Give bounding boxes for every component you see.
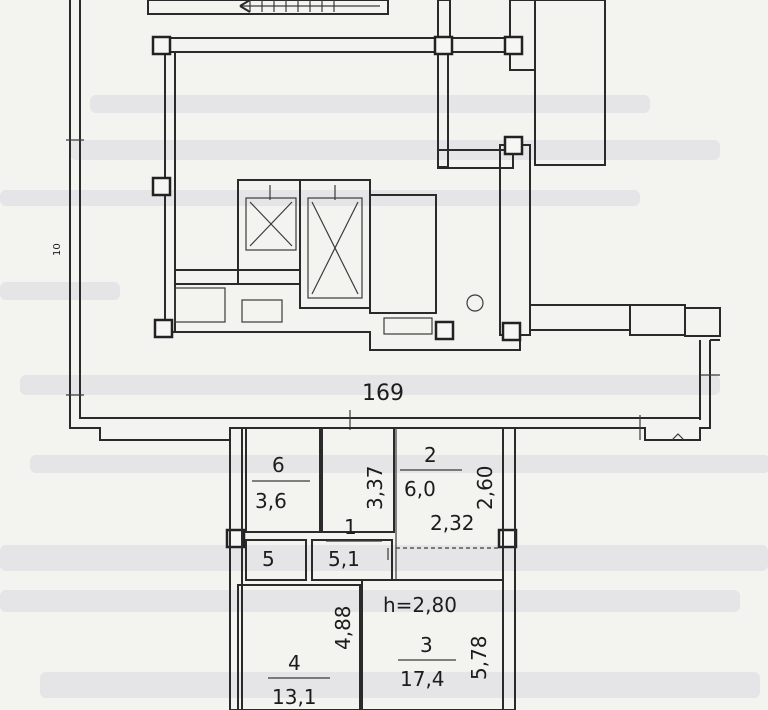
elevator-shafts	[245, 185, 363, 299]
columns	[151, 35, 524, 549]
room-6-area: 3,6	[255, 489, 287, 513]
room-3-area: 17,4	[400, 667, 445, 691]
room-2-height-dimension: 2,60	[473, 465, 497, 510]
overall-dimension: 169	[362, 381, 404, 406]
room-2-area: 6,0	[404, 477, 436, 501]
room-4-area: 13,1	[272, 685, 317, 709]
room-3-number: 3	[420, 633, 433, 657]
room-1-number: 1	[344, 515, 357, 539]
room-3-dimension: 5,78	[467, 635, 491, 680]
side-tick-label: 10	[52, 243, 63, 256]
plan-labels: 169 10 6 3,6 5 1 5,1 3,37 2 6,0 2,60 2,3…	[52, 243, 497, 709]
background-faint-text	[0, 95, 768, 698]
room-1-dimension: 3,37	[363, 465, 387, 510]
room-1-area: 5,1	[328, 547, 360, 571]
room-4-dimension: 4,88	[331, 605, 355, 650]
outer-walls	[66, 0, 720, 441]
apartment-walls	[229, 427, 516, 710]
room-6-number: 6	[272, 453, 285, 477]
room-2-width-dimension: 2,32	[430, 511, 475, 535]
room-2-number: 2	[424, 443, 437, 467]
room-5-number: 5	[262, 547, 275, 571]
ceiling-height: h=2,80	[383, 593, 457, 617]
room-4-number: 4	[288, 651, 301, 675]
ducts	[174, 287, 484, 335]
stair-core	[147, 0, 721, 351]
